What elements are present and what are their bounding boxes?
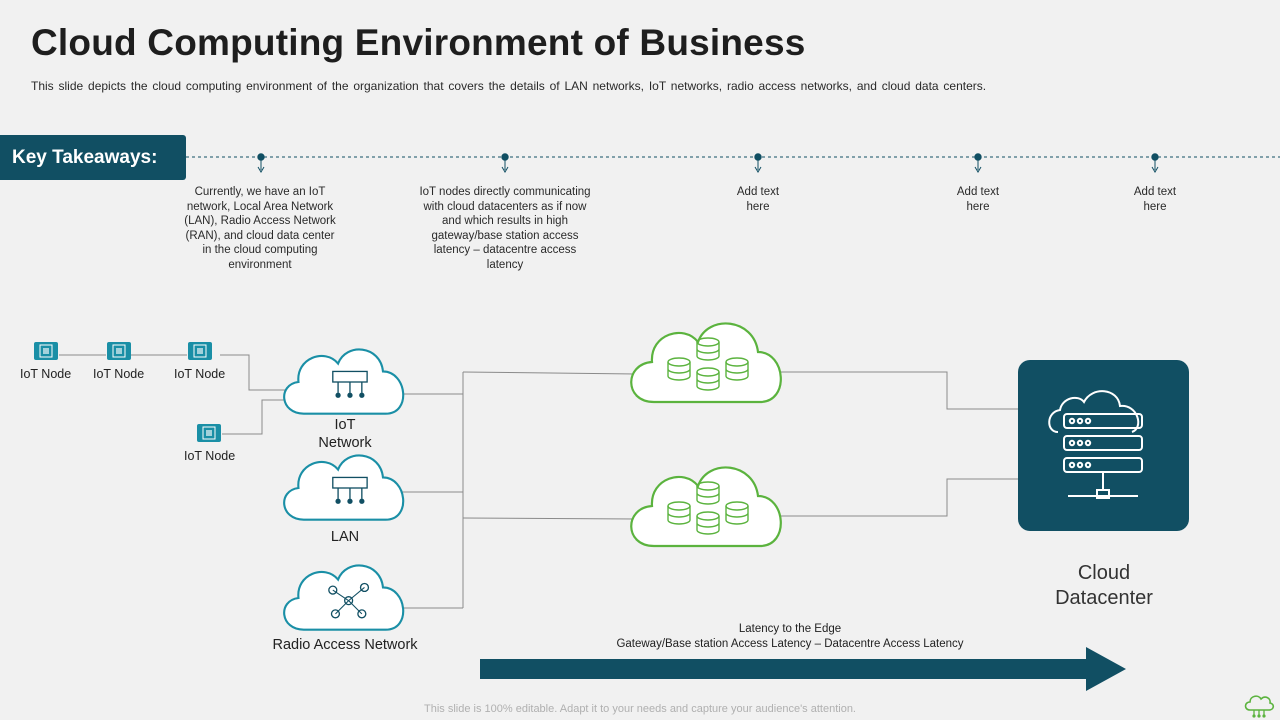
- takeaway-text-3: Add text here: [736, 186, 780, 213]
- iot-network-label: IoT Network: [318, 417, 372, 451]
- cloud-network-icon: [283, 454, 405, 521]
- latency-line-2: Gateway/Base station Access Latency – Da…: [616, 637, 964, 650]
- cloud-database-icon: [630, 466, 782, 548]
- chip-icon: [34, 342, 58, 360]
- datacenter-box: [1018, 360, 1189, 531]
- takeaway-text-4: Add text here: [956, 186, 1000, 213]
- key-takeaways-label: Key Takeaways:: [0, 135, 186, 180]
- takeaway-text-5: Add text here: [1133, 186, 1177, 213]
- page-title: Cloud Computing Environment of Business: [31, 22, 806, 63]
- server-cloud-icon: [1048, 390, 1143, 499]
- cloud-logo-icon: [1244, 695, 1275, 718]
- iot-node-label: IoT Node: [20, 367, 72, 381]
- iot-node-label: IoT Node: [174, 367, 226, 381]
- takeaway-text-1: Currently, we have an IoT network, Local…: [184, 186, 336, 271]
- arrow-right-icon: [480, 647, 1126, 691]
- connector-lines: [59, 354, 1018, 609]
- page-subtitle: This slide depicts the cloud computing e…: [31, 79, 987, 93]
- cloud-network-icon: [283, 564, 405, 631]
- ran-label: Radio Access Network: [272, 637, 418, 653]
- iot-node-label: IoT Node: [93, 367, 145, 381]
- chip-icon: [197, 424, 221, 442]
- cloud-database-icon: [630, 322, 782, 404]
- chip-icon: [188, 342, 212, 360]
- takeaway-text-2: IoT nodes directly communicating with cl…: [419, 186, 591, 271]
- chip-icon: [107, 342, 131, 360]
- footer-note: This slide is 100% editable. Adapt it to…: [424, 703, 856, 715]
- iot-node-label: IoT Node: [184, 449, 236, 463]
- lan-label: LAN: [330, 529, 360, 545]
- latency-text: Latency to the Edge Gateway/Base station…: [560, 622, 1020, 651]
- cloud-network-icon: [283, 348, 405, 415]
- latency-line-1: Latency to the Edge: [738, 623, 842, 635]
- timeline-marker: [257, 153, 1159, 173]
- datacenter-label: Cloud Datacenter: [1055, 562, 1153, 609]
